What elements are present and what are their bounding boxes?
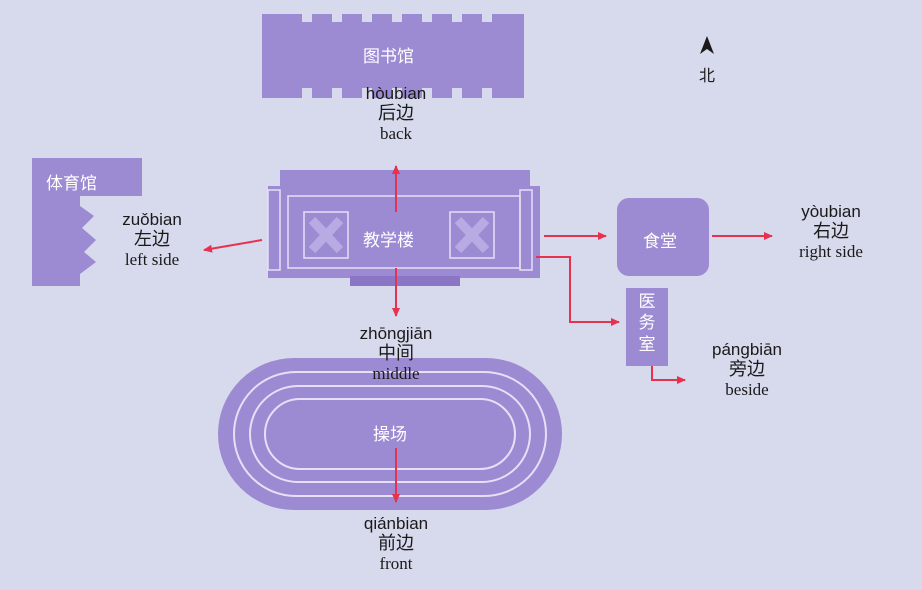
playground-label: 操场 [373,425,407,445]
clinic-label: 医务室 [638,292,656,355]
pinyin-front: qiánbian [363,514,429,533]
english-back: back [379,124,413,144]
cafeteria-building [617,198,709,276]
label-back: hòubian 后边 back [346,84,446,144]
pinyin-beside: pángbiān [712,340,782,359]
english-beside: beside [725,380,769,400]
arrow-to-clinic [536,256,620,326]
arrow-beside [651,366,686,384]
label-middle: zhōngjiān 中间 middle [336,324,456,384]
english-middle: middle [372,364,420,384]
label-beside: pángbiān 旁边 beside [692,340,802,400]
pinyin-right: yòubian [801,202,861,221]
north-arrow-icon [700,36,714,54]
hanzi-right: 右边 [813,220,849,242]
hanzi-back: 后边 [378,102,414,124]
library-building [262,14,524,98]
north-label: 北 [699,66,716,85]
gym-building [32,158,142,286]
library-label: 图书馆 [363,47,414,67]
arrow-left [203,239,263,253]
hanzi-beside: 旁边 [729,358,765,380]
english-left: left side [124,250,180,270]
window-cross-left [303,211,349,259]
english-front: front [379,554,413,574]
pinyin-back: hòubian [365,84,427,103]
english-right: right side [799,242,863,262]
playground-track [218,358,562,510]
clinic-building [626,288,668,366]
hanzi-left: 左边 [134,228,170,250]
label-right: yòubian 右边 right side [776,202,886,262]
gym-label: 体育馆 [46,174,97,194]
pinyin-middle: zhōngjiān [359,324,433,343]
label-left: zuǒbian 左边 left side [102,210,202,270]
hanzi-front: 前边 [378,532,414,554]
label-front: qiánbian 前边 front [346,514,446,574]
teaching-building-label: 教学楼 [361,226,416,251]
pinyin-left: zuǒbian [122,210,182,229]
cafeteria-label: 食堂 [643,232,677,252]
window-cross-right [449,211,495,259]
hanzi-middle: 中间 [378,342,414,364]
